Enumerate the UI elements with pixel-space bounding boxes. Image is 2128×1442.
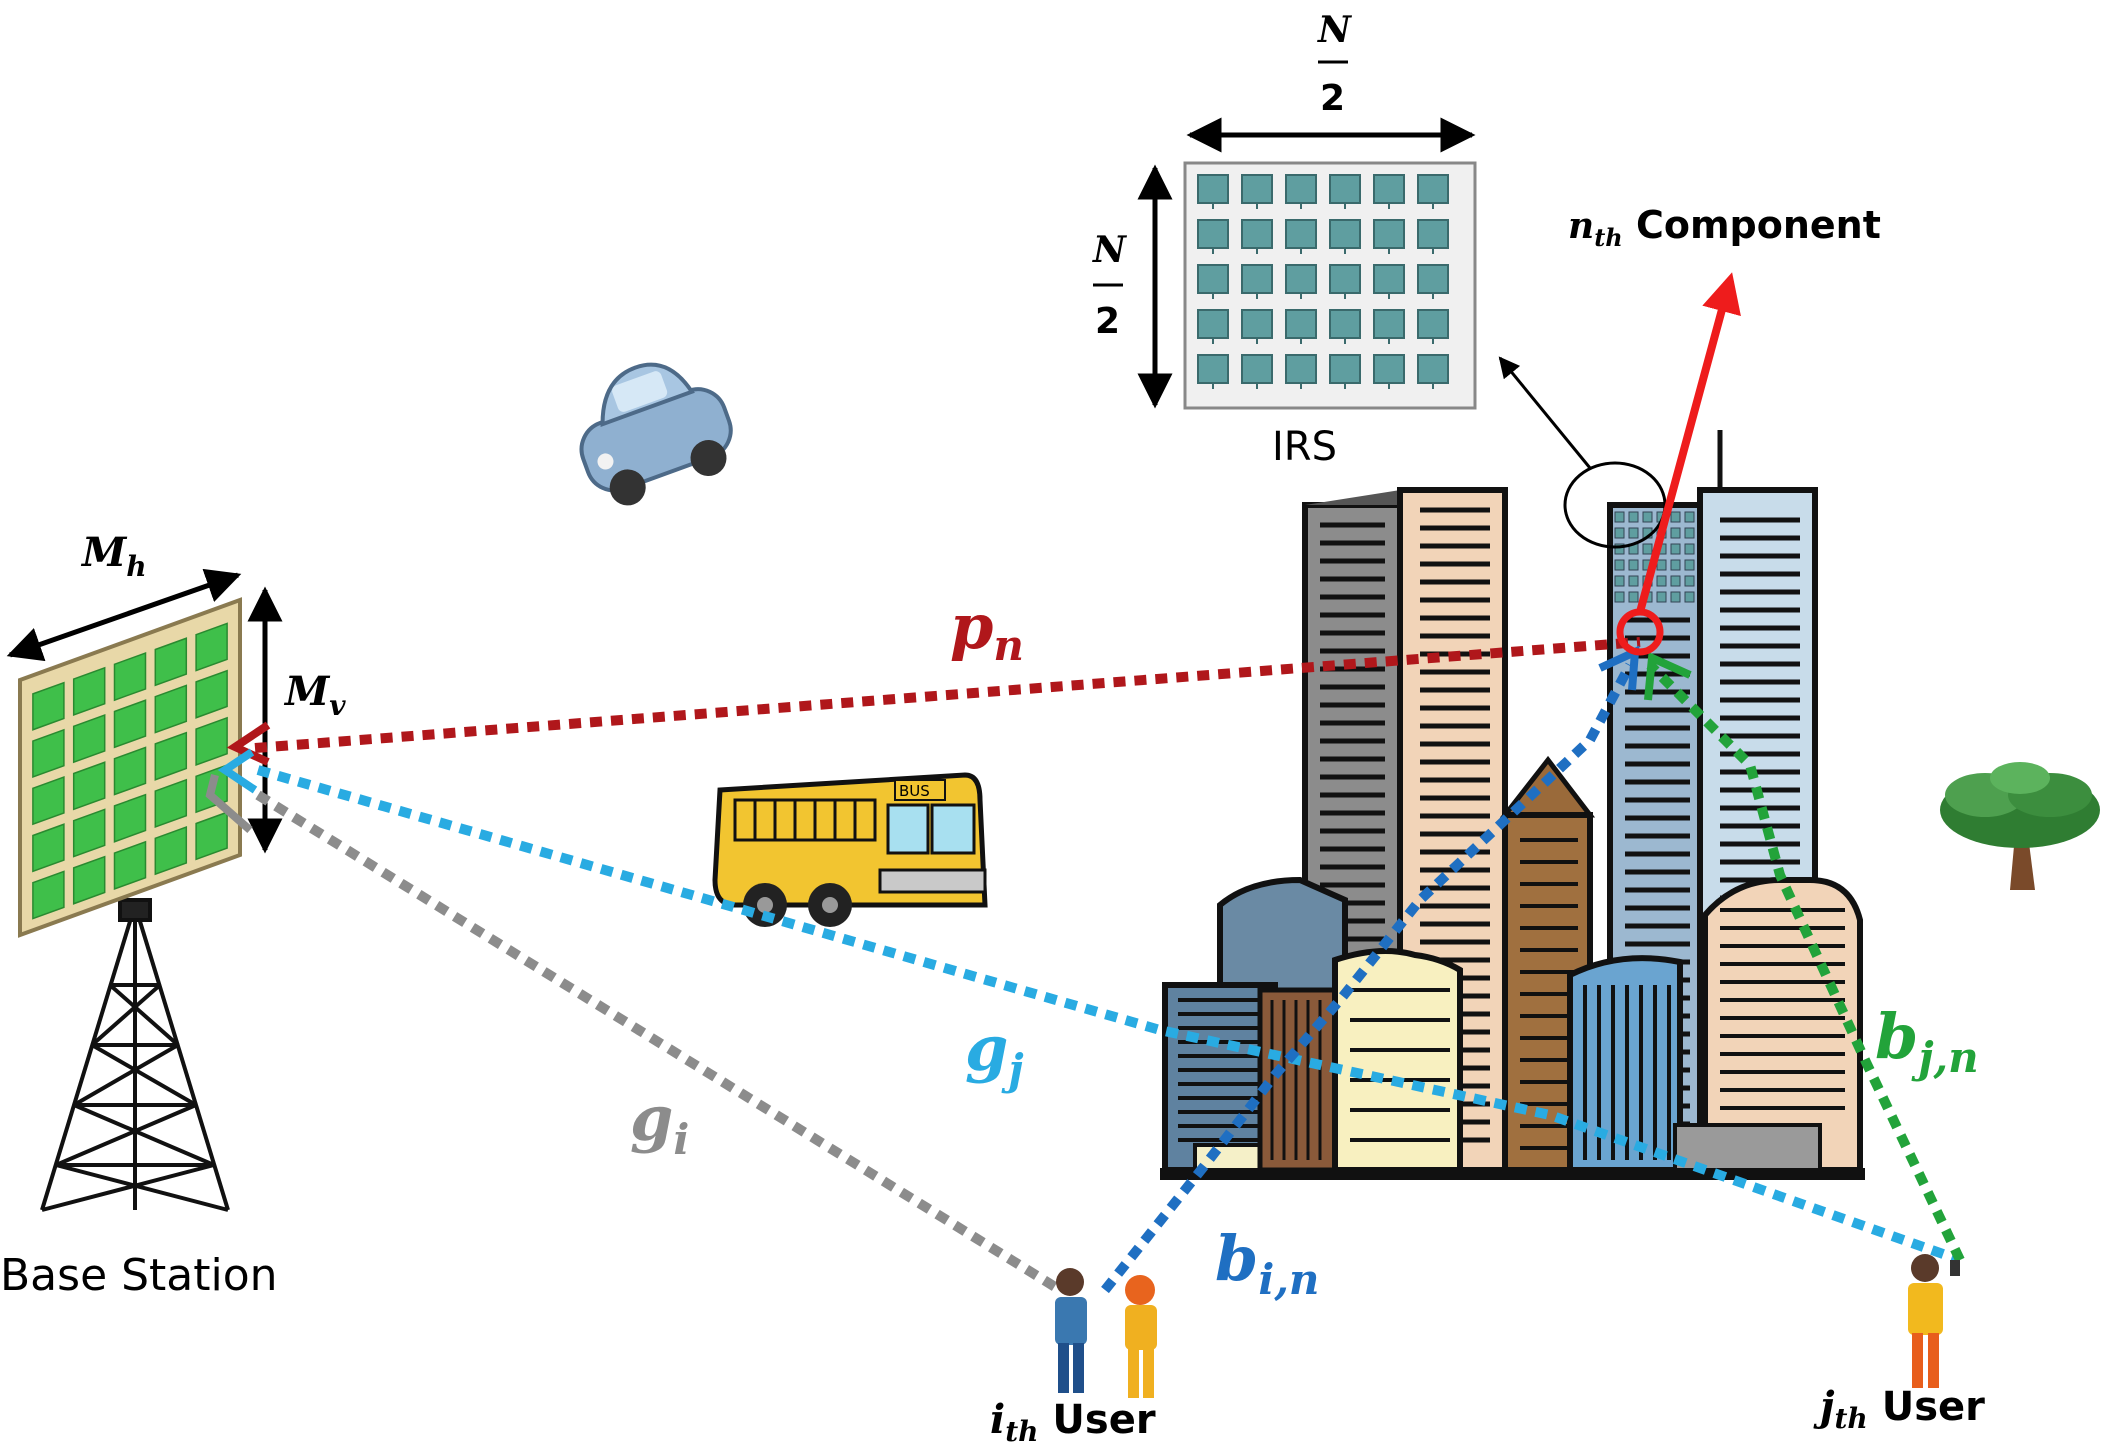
base-station: Mh Mv Base Station [0,529,346,1301]
building-low-right [1673,877,1863,1173]
irs-element [1329,309,1361,339]
irs-element [1285,264,1317,294]
antenna-element [113,746,147,796]
irs-element [1373,174,1405,204]
antenna-element [113,840,147,891]
antenna-element [72,761,106,811]
mh-label: Mh [80,529,147,583]
svg-text:2: 2 [1320,78,1345,119]
irs-height-fraction: N 2 [1092,229,1128,342]
bus-sign: BUS [899,782,930,800]
antenna-panel [18,597,242,938]
irs-panel-inset: N 2 N 2 IRS [1092,9,1667,549]
antenna-element [72,855,106,905]
antenna-element [32,823,65,873]
irs-element-grid [1197,174,1449,389]
ith-user-group: ith User [990,1268,1157,1442]
antenna-element [154,731,188,781]
antenna-element [72,666,106,717]
svg-text:N: N [1317,9,1353,51]
antenna-element [154,684,188,734]
irs-element [1417,174,1449,204]
irs-element [1285,219,1317,249]
building-brown [1257,987,1338,1173]
base-station-label: Base Station [0,1250,278,1301]
irs-element [1197,264,1229,294]
irs-element [1373,309,1405,339]
irs-element [1285,354,1317,384]
irs-element [1241,309,1273,339]
irs-element [1373,264,1405,294]
antenna-element [154,778,188,829]
link-arrowheads [205,645,1692,834]
irs-element [1417,354,1449,384]
school-bus-icon: BUS [712,772,988,927]
channel-label-g-j: gj [965,1012,1024,1094]
mv-label: Mv [283,668,346,722]
irs-element [1197,354,1229,384]
antenna-element [113,793,147,843]
ith-user-label: ith User [990,1396,1156,1442]
irs-element [1197,309,1229,339]
link-g-j [256,765,1962,1265]
jth-user-label: jth User [1813,1383,1985,1435]
antenna-element [195,716,228,767]
irs-element [1197,219,1229,249]
tower-icon [40,898,230,1212]
irs-element [1417,219,1449,249]
channel-label-b-j-n: bj,n [1875,1000,1979,1082]
irs-element [1241,354,1273,384]
irs-element [1241,174,1273,204]
irs-element [1329,219,1361,249]
irs-element [1329,174,1361,204]
user-person-icon [1908,1254,1960,1388]
irs-element [1197,174,1229,204]
channel-label-b-i-n: bi,n [1215,1222,1319,1304]
antenna-element [195,811,228,861]
irs-element [1373,354,1405,384]
irs-width-fraction: N 2 [1317,9,1353,119]
irs-element [1417,309,1449,339]
irs-element [1329,264,1361,294]
irs-element [1373,219,1405,249]
nth-component-label: nth Component [1568,203,1881,252]
link-p-n [254,637,1641,753]
svg-text:2: 2 [1095,301,1120,342]
channel-label-p-n: pn [950,590,1024,670]
antenna-element [32,775,65,826]
antenna-element [32,870,65,920]
irs-callout-arrow [1498,356,1592,469]
irs-element [1285,174,1317,204]
link-b-j-n [1646,661,1965,1263]
irs-element [1417,264,1449,294]
link-g-i [255,790,1063,1295]
irs-element [1241,264,1273,294]
antenna-element [195,669,228,719]
antenna-element [113,699,147,749]
channel-links [254,637,1965,1295]
irs-label: IRS [1272,424,1337,470]
building-cream [1332,948,1463,1173]
car-icon [579,362,733,506]
antenna-element [32,728,65,779]
irs-element [1329,354,1361,384]
antenna-element [154,825,188,876]
antenna-element [72,713,106,764]
mh-dimension-arrow [6,568,242,662]
tree-icon [1940,762,2100,890]
user-man-icon [1055,1268,1087,1393]
jth-user-group: jth User [1813,1254,1985,1435]
nth-component-arrow [1636,272,1741,614]
irs-element [1241,219,1273,249]
city-buildings [1160,430,1865,1180]
user-woman-icon [1125,1275,1157,1398]
channel-label-g-i: gi [630,1082,689,1164]
irs-element [1285,309,1317,339]
building-blue-glass [1567,955,1683,1173]
antenna-element [72,808,106,858]
antenna-element [32,681,65,731]
svg-text:N: N [1092,229,1128,271]
